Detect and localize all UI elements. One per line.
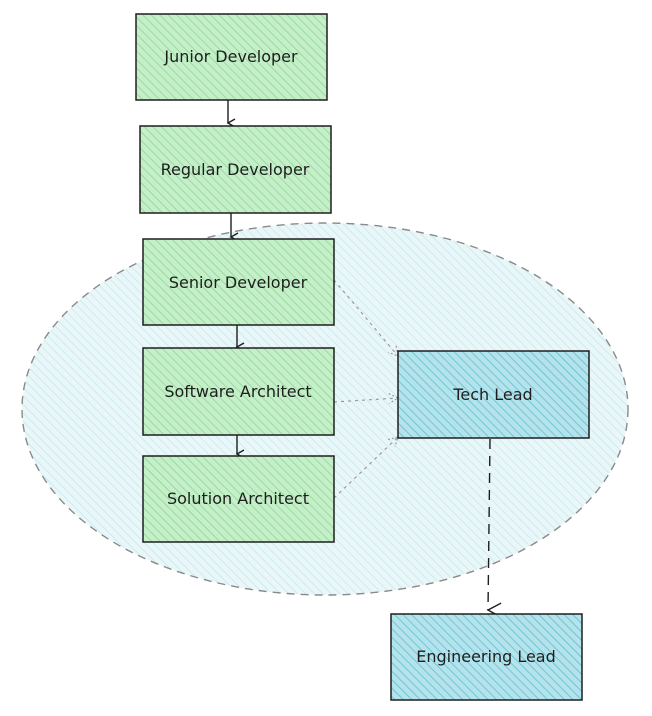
node-junior-developer[interactable]: Junior Developer — [135, 13, 328, 101]
node-senior-developer-label: Senior Developer — [169, 273, 308, 292]
node-senior-developer[interactable]: Senior Developer — [142, 238, 335, 326]
node-regular-developer[interactable]: Regular Developer — [139, 125, 332, 214]
node-tech-lead[interactable]: Tech Lead — [397, 350, 590, 439]
node-engineering-lead[interactable]: Engineering Lead — [390, 613, 583, 701]
solution-architect-to-techlead-connector — [333, 436, 399, 499]
node-solution-architect[interactable]: Solution Architect — [142, 455, 335, 543]
node-engineering-lead-label: Engineering Lead — [416, 647, 556, 666]
node-tech-lead-label: Tech Lead — [452, 385, 532, 404]
techlead-to-engineering-lead-arrow — [486, 438, 502, 618]
node-software-architect-label: Software Architect — [164, 382, 311, 401]
senior-to-techlead-connector — [333, 279, 399, 357]
node-software-architect[interactable]: Software Architect — [142, 347, 335, 436]
node-regular-developer-label: Regular Developer — [161, 160, 310, 179]
node-junior-developer-label: Junior Developer — [163, 47, 298, 66]
node-solution-architect-label: Solution Architect — [167, 489, 309, 508]
